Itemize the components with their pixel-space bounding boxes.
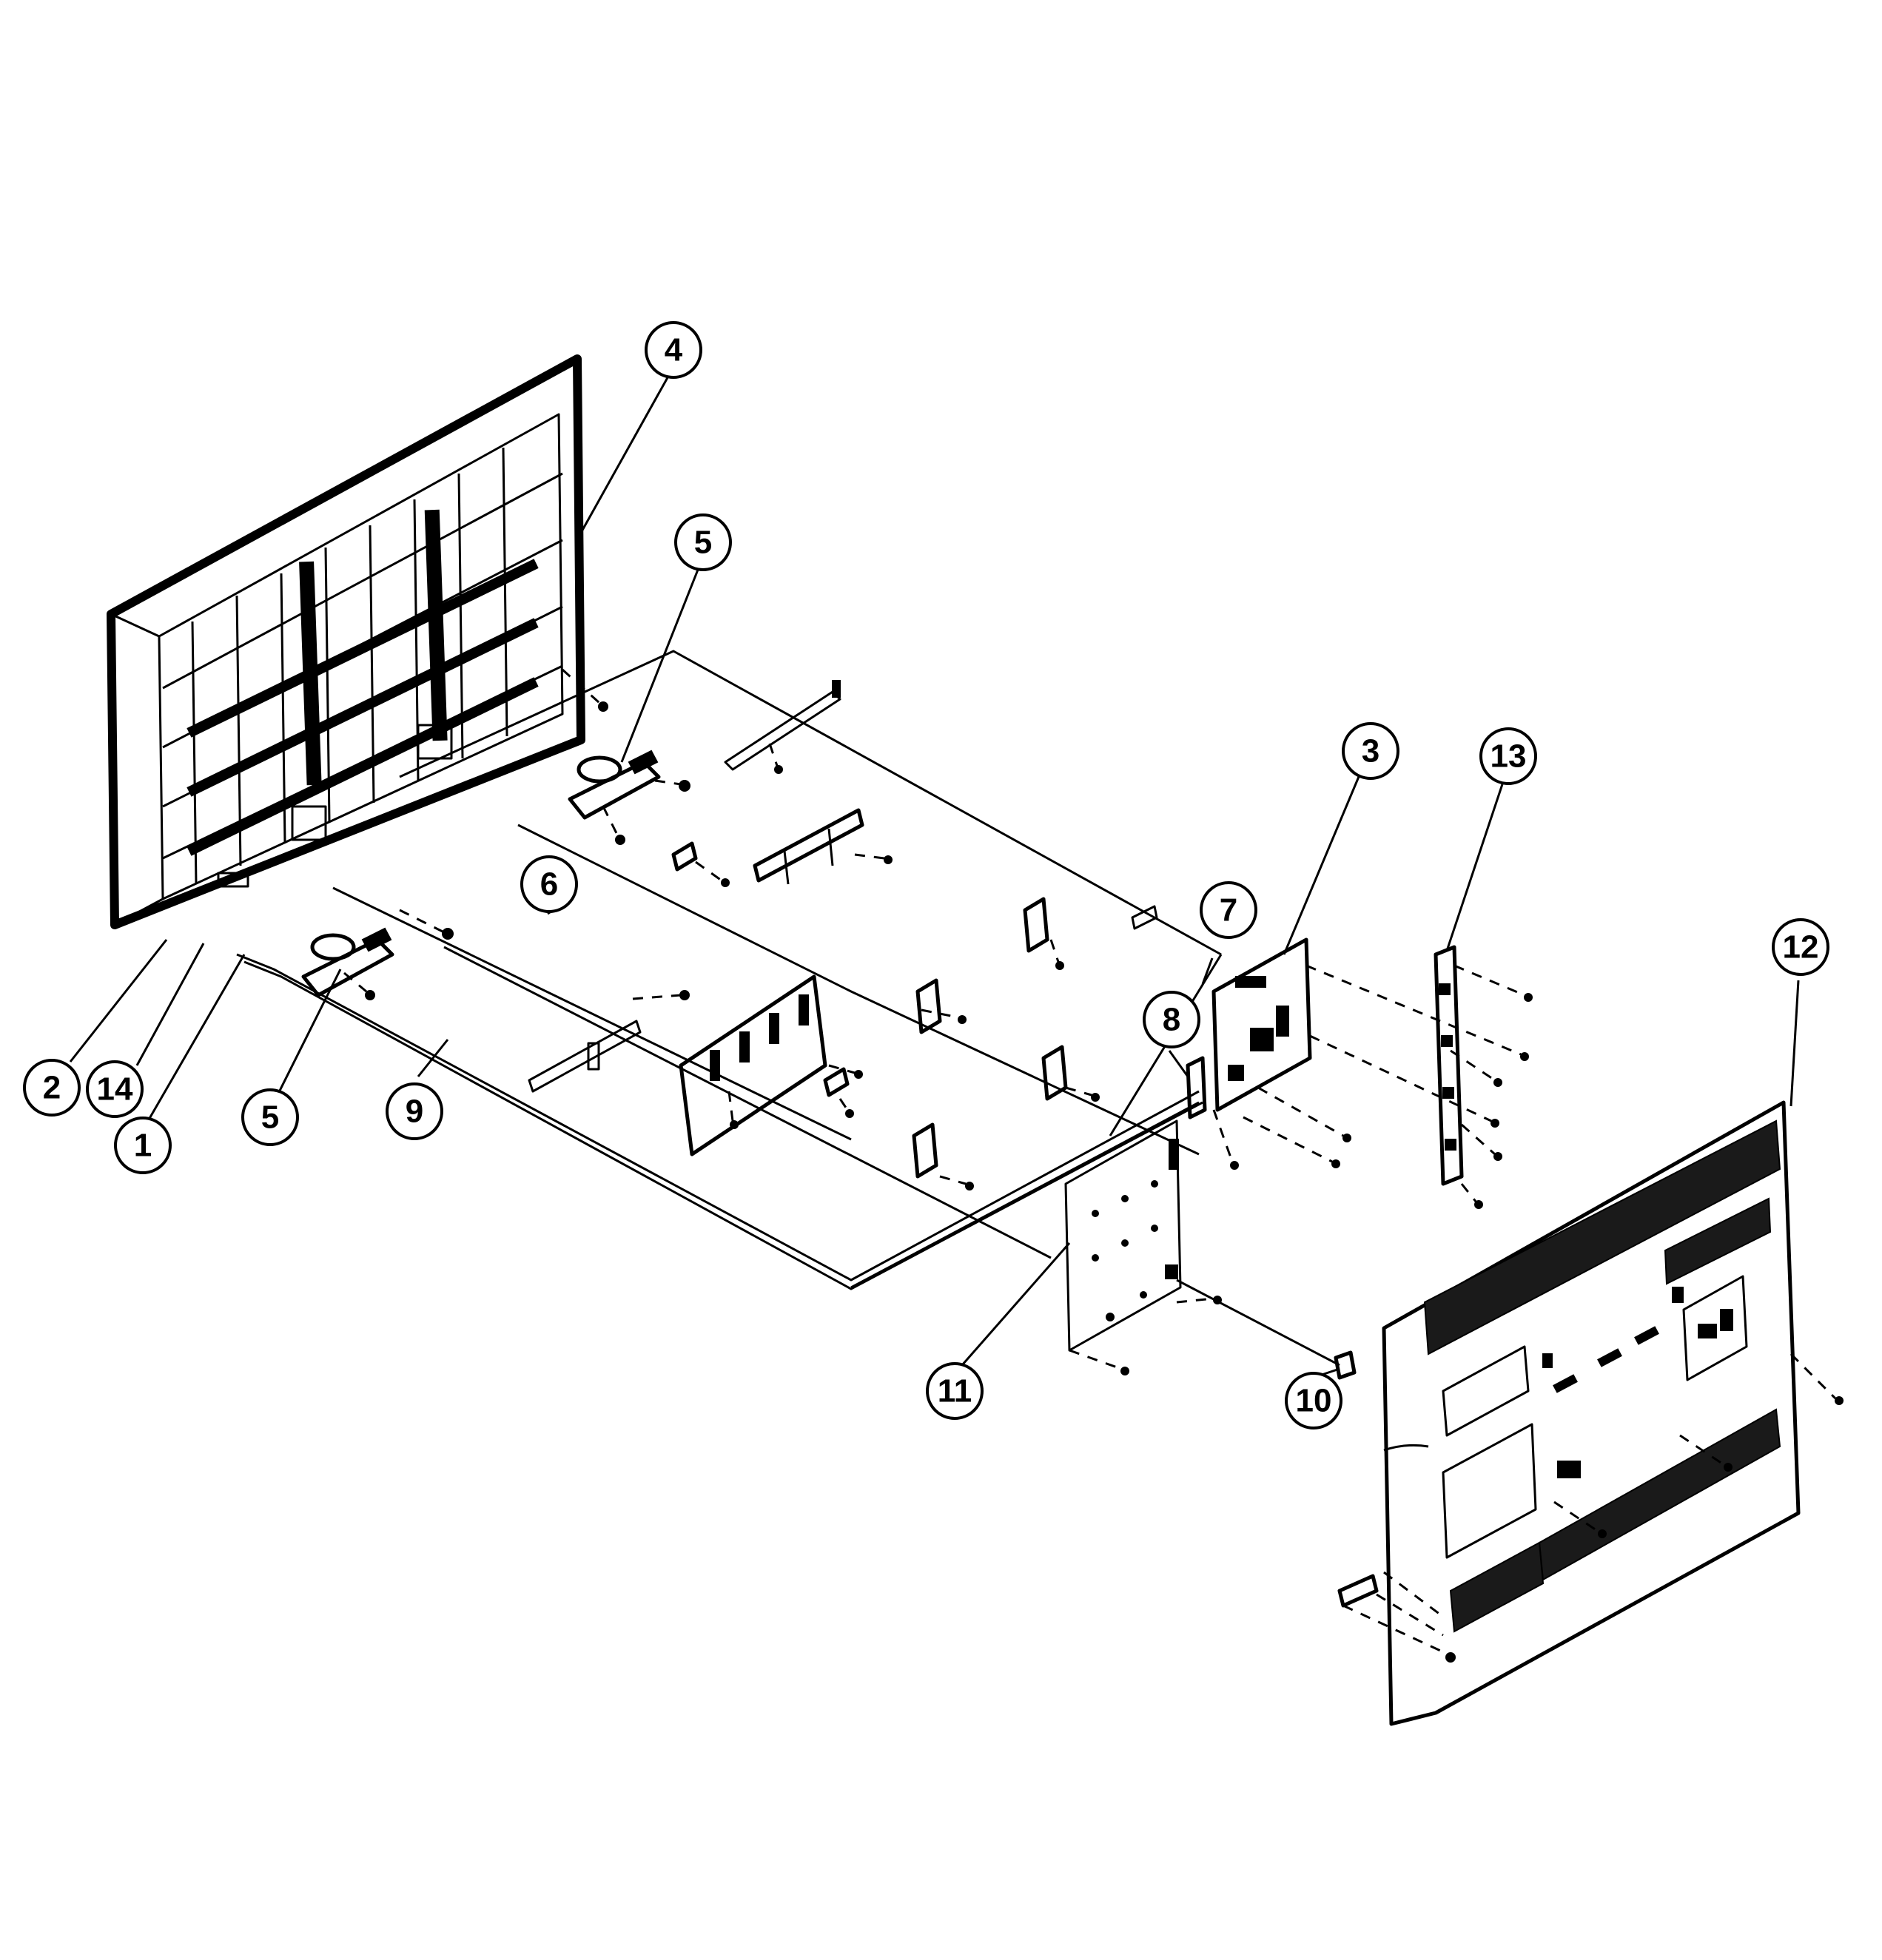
svg-text:13: 13 [1491,738,1527,775]
callout-6: 6 [520,855,578,913]
callout-3: 3 [1342,722,1399,780]
callout-12: 12 [1772,918,1829,976]
callout-5-upper: 5 [674,513,732,571]
part-bracket-left [528,1020,642,1093]
part-stand-lower [301,927,394,997]
part-bracket-top [724,680,841,771]
svg-text:7: 7 [1220,892,1237,929]
callout-2: 2 [23,1059,81,1117]
svg-text:5: 5 [694,525,712,561]
part-bracket-mid [753,808,864,885]
callout-14: 14 [86,1060,144,1118]
svg-text:2: 2 [43,1070,61,1106]
callout-7: 7 [1200,881,1257,939]
part-main-board [1211,937,1312,1112]
svg-text:6: 6 [540,866,558,903]
callout-13: 13 [1479,727,1537,785]
part-power-board [1064,1119,1182,1352]
assembly-lines [343,668,1837,1655]
callout-11: 11 [926,1362,984,1420]
part-small-clips [671,841,1158,1179]
part-front-panel [107,354,585,929]
svg-text:8: 8 [1163,1002,1180,1038]
part-side-bracket [1434,945,1464,1186]
callout-9: 9 [386,1082,443,1140]
svg-text:4: 4 [665,332,683,368]
callout-8: 8 [1143,991,1200,1048]
svg-text:12: 12 [1783,929,1819,966]
svg-text:9: 9 [406,1094,423,1130]
screws [365,701,1844,1663]
svg-text:11: 11 [938,1373,972,1410]
mounting-plane-outline [332,650,1223,1289]
svg-text:3: 3 [1362,733,1379,769]
callout-5-lower: 5 [241,1088,299,1146]
part-stand-upper [568,750,661,820]
callout-10: 10 [1285,1372,1342,1429]
leader-lines [69,373,1800,1378]
svg-text:5: 5 [261,1099,279,1136]
callout-1: 1 [114,1117,172,1174]
svg-text:14: 14 [97,1071,133,1108]
part-bracket-center [679,974,827,1156]
callout-4: 4 [645,321,702,379]
part-back-cover [1337,1100,1801,1726]
svg-text:1: 1 [134,1128,152,1164]
part-small-cable [1176,1279,1357,1380]
svg-text:10: 10 [1296,1383,1332,1419]
part-connector [1186,1056,1207,1119]
part-cable [236,953,1203,1290]
